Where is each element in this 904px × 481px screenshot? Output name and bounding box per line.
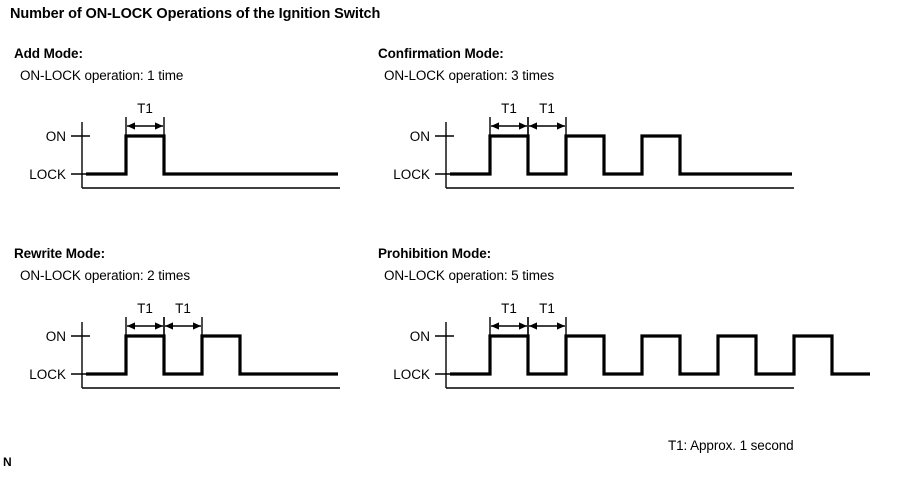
lock-level-label: LOCK — [393, 367, 430, 382]
panel-add-mode: Add Mode: ON-LOCK operation: 1 time ON LO… — [14, 46, 344, 202]
panel-confirmation-mode: Confirmation Mode: ON-LOCK operation: 3 … — [378, 46, 798, 202]
mode-subtitle: ON-LOCK operation: 1 time — [20, 68, 184, 83]
waveform-svg: ON LOCK T1 — [29, 101, 340, 189]
waveform-trace — [86, 334, 338, 376]
on-level-label: ON — [46, 129, 66, 144]
mode-subtitle: ON-LOCK operation: 3 times — [384, 68, 554, 83]
t1-label: T1 — [539, 301, 555, 316]
waveform-rewrite-mode: ON LOCK T1 T1 — [14, 301, 344, 402]
waveform-svg: ON LOCK T1 T1 — [29, 301, 340, 389]
lock-level-label: LOCK — [29, 167, 66, 182]
t1-dimension-marker: T1 — [527, 301, 567, 335]
page-title: Number of ON-LOCK Operations of the Igni… — [10, 6, 381, 22]
panel-prohibition-mode: Prohibition Mode: ON-LOCK operation: 5 t… — [378, 246, 870, 402]
mode-title: Confirmation Mode: — [378, 46, 504, 61]
lock-level-label: LOCK — [29, 367, 66, 382]
waveform-trace — [450, 334, 870, 376]
waveform-confirmation-mode: ON LOCK T1 T1 — [378, 101, 798, 202]
t1-label: T1 — [175, 301, 191, 316]
t1-footnote: T1: Approx. 1 second — [668, 438, 794, 453]
on-level-label: ON — [410, 129, 430, 144]
mode-subtitle: ON-LOCK operation: 5 times — [384, 268, 554, 283]
t1-dimension-marker: T1 — [163, 301, 203, 335]
on-level-label: ON — [46, 329, 66, 344]
on-level-label: ON — [410, 329, 430, 344]
waveform-trace — [86, 134, 338, 176]
mode-title: Rewrite Mode: — [14, 246, 105, 261]
mode-title: Add Mode: — [14, 46, 83, 61]
panel-rewrite-mode: Rewrite Mode: ON-LOCK operation: 2 times… — [14, 246, 344, 402]
t1-dimension-marker: T1 — [125, 101, 165, 135]
t1-label: T1 — [501, 101, 517, 116]
waveform-trace — [450, 134, 792, 176]
mode-title: Prohibition Mode: — [378, 246, 492, 261]
waveform-svg: ON LOCK T1 T1 — [393, 101, 794, 189]
mode-subtitle: ON-LOCK operation: 2 times — [20, 268, 190, 283]
t1-label: T1 — [137, 301, 153, 316]
t1-dimension-marker: T1 — [527, 101, 567, 135]
t1-label: T1 — [501, 301, 517, 316]
waveform-prohibition-mode: ON LOCK T1 T1 — [378, 301, 870, 402]
t1-label: T1 — [137, 101, 153, 116]
waveform-svg: ON LOCK T1 T1 — [393, 301, 870, 389]
waveform-add-mode: ON LOCK T1 — [14, 101, 344, 202]
corner-mark: N — [3, 455, 12, 469]
lock-level-label: LOCK — [393, 167, 430, 182]
t1-label: T1 — [539, 101, 555, 116]
